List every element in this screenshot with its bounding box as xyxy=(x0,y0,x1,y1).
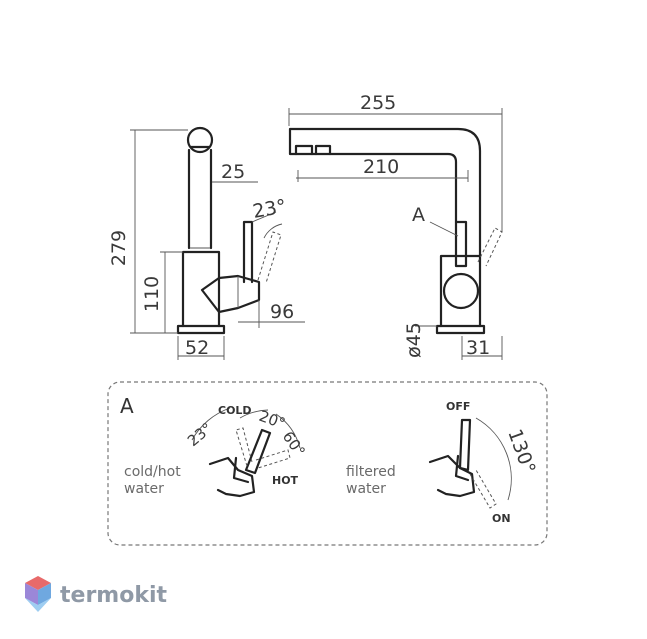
front-view: 279 110 25 23° 96 52 xyxy=(108,126,305,360)
label-off: OFF xyxy=(446,400,470,413)
front-lever-body xyxy=(200,274,261,314)
dim-lever-offset: 96 xyxy=(270,301,294,323)
label-on: ON xyxy=(492,512,511,525)
dim-side-offset: 31 xyxy=(466,337,490,359)
caption-cold-hot: cold/hot xyxy=(124,464,181,480)
dim-height-total: 279 xyxy=(108,230,130,266)
side-view: 255 210 A ø45 31 xyxy=(288,92,503,360)
side-body xyxy=(439,254,482,328)
side-spout xyxy=(288,127,482,258)
mixer-lever-diagram: COLD HOT 23° 20° 60° cold/hot water xyxy=(124,404,309,498)
dim-spout-reach: 210 xyxy=(363,156,399,178)
caption-water-2: water xyxy=(346,481,386,497)
brand-name: termokit xyxy=(60,583,167,608)
front-lever-tilted xyxy=(257,231,282,284)
front-spout-tube xyxy=(187,148,213,250)
dim-base-diameter: ø45 xyxy=(403,322,425,358)
caption-filtered: filtered xyxy=(346,464,396,480)
front-body xyxy=(181,250,221,328)
angle-23: 23° xyxy=(184,419,216,450)
dim-base-width: 52 xyxy=(185,337,209,359)
caption-water-1: water xyxy=(124,481,164,497)
angle-60: 60° xyxy=(279,428,309,460)
side-lever-tilted xyxy=(477,227,503,267)
side-body-round xyxy=(442,272,480,310)
filter-lever-diagram: OFF ON 130° filtered water xyxy=(346,400,540,525)
front-base xyxy=(176,324,226,335)
side-outlet-2 xyxy=(314,144,332,156)
termokit-logo-icon xyxy=(25,576,51,612)
angle-20: 20° xyxy=(257,407,288,433)
front-spout-head xyxy=(186,126,214,154)
detail-panel-letter: A xyxy=(120,394,134,418)
side-base xyxy=(435,324,486,335)
label-cold: COLD xyxy=(218,404,252,417)
filter-lever xyxy=(458,418,472,472)
dim-base-height: 110 xyxy=(141,276,163,312)
angle-130: 130° xyxy=(503,426,539,477)
detail-panel: A COLD HOT 23° 20° 60° cold/hot water xyxy=(107,381,548,546)
detail-panel-frame xyxy=(107,381,548,546)
side-outlet-1 xyxy=(294,144,314,156)
side-lever xyxy=(454,220,468,268)
front-lever-stem xyxy=(242,220,254,284)
label-hot: HOT xyxy=(272,474,299,487)
detail-marker: A xyxy=(412,204,425,226)
dim-lever-angle: 23° xyxy=(251,195,288,223)
dim-spout-length: 255 xyxy=(360,92,396,114)
mixer-lever xyxy=(244,428,272,475)
dim-spout-tube: 25 xyxy=(221,161,245,183)
brand-watermark: termokit xyxy=(25,576,167,612)
